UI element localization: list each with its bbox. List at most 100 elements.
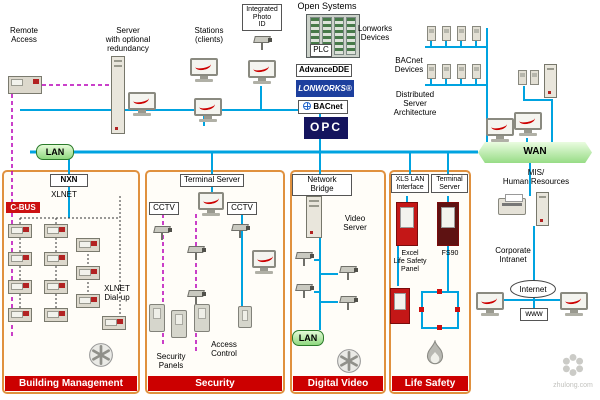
controller-icon <box>44 224 68 238</box>
remote-tower-icon <box>544 64 557 98</box>
fan-icon <box>336 348 362 379</box>
lonworks-devices-label: Lonworks Devices <box>357 24 393 43</box>
excel-life-safety-panel-label: Excel Life Safety Panel <box>393 250 427 274</box>
video-camera-icon <box>294 284 314 301</box>
remote-access-device-icon <box>8 76 42 94</box>
xlnet-dialup-label: XLNET Dial-up <box>104 284 130 303</box>
mis-label: MIS/ Human Resources <box>502 168 570 187</box>
security-panels-label: Security Panels <box>156 352 186 371</box>
photo-id-monitor-icon <box>248 60 276 84</box>
digital-video-title: Digital Video <box>293 376 383 391</box>
fs90-label: FS90 <box>441 250 459 257</box>
network-bridge-label: Network Bridge <box>292 174 352 196</box>
security-panel-icon <box>149 304 165 332</box>
cctv-left-badge: CCTV <box>149 202 179 215</box>
dialup-controller-icon <box>102 316 126 330</box>
intranet-monitor-icon <box>476 292 504 316</box>
stations-label: Stations (clients) <box>194 26 224 45</box>
fire-panel-icon <box>396 202 418 246</box>
controller-icon <box>76 294 100 308</box>
open-systems-label: Open Systems <box>297 1 357 11</box>
intranet-monitor-icon <box>560 292 588 316</box>
bacnet-device-icon <box>472 64 481 79</box>
cctv-camera-icon <box>152 226 172 243</box>
security-panel-icon <box>194 304 210 332</box>
nxn-label: NXN <box>50 174 88 187</box>
security-title: Security <box>148 376 282 391</box>
controller-icon <box>76 266 100 280</box>
watermark-logo-icon <box>560 352 586 383</box>
station-monitor-icon <box>194 98 222 122</box>
video-camera-icon <box>294 252 314 269</box>
bacnet-badge: BACnet <box>298 100 348 114</box>
controller-icon <box>44 308 68 322</box>
internet-cloud: Internet <box>510 280 556 298</box>
bacnet-device-icon <box>457 64 466 79</box>
controller-icon <box>8 308 32 322</box>
lonworks-device-icon <box>427 26 436 41</box>
server-monitor-icon <box>128 92 156 116</box>
card-reader-icon <box>238 306 252 328</box>
remote-device-icon <box>518 70 527 85</box>
lonworks-badge: LONWORKS® <box>296 80 354 97</box>
digital-video-lan-badge: LAN <box>292 330 324 346</box>
bacnet-device-icon <box>442 64 451 79</box>
video-server-icon <box>306 196 322 238</box>
cctv-monitor-icon <box>252 250 276 274</box>
remote-device-icon <box>530 70 539 85</box>
cctv-camera-icon <box>186 290 206 307</box>
blue-network-lines <box>20 28 560 330</box>
wan-badge: WAN <box>478 142 592 163</box>
security-monitor-icon <box>198 192 224 216</box>
bacnet-badge-text: BACnet <box>313 102 343 111</box>
server-tower-icon <box>111 56 125 134</box>
access-control-label: Access Control <box>211 340 237 359</box>
ls-terminal-server-label: Terminal Server <box>431 174 468 194</box>
controller-icon <box>8 224 32 238</box>
controller-icon <box>8 280 32 294</box>
video-camera-icon <box>338 266 358 283</box>
cbus-badge: C-BUS <box>6 202 40 213</box>
station-monitor-icon <box>190 58 218 82</box>
video-server-label: Video Server <box>343 214 367 233</box>
advance-dde-badge: AdvanceDDE <box>296 64 352 77</box>
controller-icon <box>8 252 32 266</box>
lan-badge: LAN <box>36 144 74 160</box>
plc-rack-icon <box>306 14 360 58</box>
fan-icon <box>88 342 114 373</box>
xlnet-label: XLNET <box>51 190 77 199</box>
terminal-server-label: Terminal Server <box>180 174 244 187</box>
bacnet-device-icon <box>427 64 436 79</box>
lonworks-device-icon <box>457 26 466 41</box>
cctv-right-badge: CCTV <box>227 202 257 215</box>
corporate-intranet-label: Corporate Intranet <box>495 246 531 265</box>
life-safety-title: Life Safety <box>392 376 468 391</box>
remote-access-label: Remote Access <box>9 26 38 45</box>
remote-monitor-icon <box>514 112 542 136</box>
fire-panel-icon <box>390 288 410 324</box>
building-management-title: Building Management <box>5 376 137 391</box>
controller-icon <box>76 238 100 252</box>
photo-id-camera-icon <box>252 36 272 53</box>
opc-badge: OPC <box>304 117 348 139</box>
remote-monitor-icon <box>486 118 514 142</box>
globe-icon <box>303 102 312 110</box>
cctv-camera-icon <box>186 246 206 263</box>
video-camera-icon <box>338 296 358 313</box>
xls-lan-interface-label: XLS LAN Interface <box>391 174 429 194</box>
watermark-text: zhulong.com <box>553 382 593 389</box>
bacnet-devices-label: BACnet Devices <box>394 56 424 75</box>
lonworks-device-icon <box>442 26 451 41</box>
integrated-photo-id-label: Integrated Photo ID <box>242 4 282 32</box>
www-label: www <box>520 308 548 321</box>
lonworks-device-icon <box>472 26 481 41</box>
printer-icon <box>498 194 526 215</box>
loop-nodes <box>419 289 460 330</box>
security-panel-icon <box>171 310 187 338</box>
cctv-camera-icon <box>230 224 250 241</box>
fs90-panel-icon <box>437 202 459 246</box>
plc-label: PLC <box>310 44 332 57</box>
controller-icon <box>44 280 68 294</box>
